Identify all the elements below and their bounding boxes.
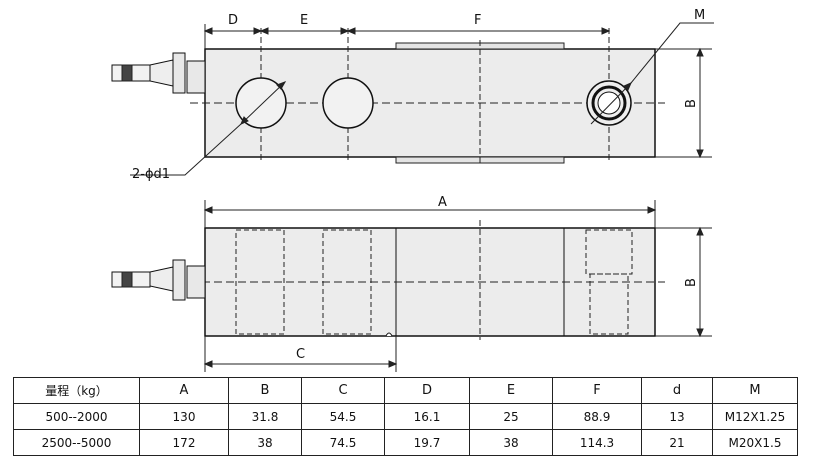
- table-cell: 88.9: [552, 403, 642, 430]
- mount-hole-2: [322, 77, 374, 129]
- table-cell: 16.1: [384, 403, 470, 430]
- col-header-f: F: [552, 377, 642, 404]
- table-cell: 31.8: [228, 403, 302, 430]
- table-cell: 38: [469, 429, 553, 456]
- col-header-d: D: [384, 377, 470, 404]
- m-leader: [630, 22, 714, 84]
- spec-table: 量程（kg） A B C D E F d M 500--2000 130 31.…: [13, 377, 798, 456]
- front-view: [111, 200, 712, 372]
- load-cell-drawing: D E F M B 2-ϕd1: [111, 8, 714, 372]
- col-header-b: B: [228, 377, 302, 404]
- table-cell: 114.3: [552, 429, 642, 456]
- table-cell: 38: [228, 429, 302, 456]
- table-cell: 172: [139, 429, 229, 456]
- col-header-range: 量程（kg）: [13, 377, 140, 404]
- spec-table-header-row: 量程（kg） A B C D E F d M: [13, 377, 798, 404]
- dim-c-label: C: [296, 347, 305, 362]
- table-cell: 2500--5000: [13, 429, 140, 456]
- dim-f-label: F: [474, 13, 481, 28]
- dim-b-front-label: B: [684, 278, 699, 287]
- connector-nut: [172, 52, 186, 94]
- top-view: [111, 22, 714, 176]
- connector-flange: [186, 60, 206, 94]
- mount-hole-1: [235, 77, 287, 129]
- d1-leader: [130, 123, 242, 176]
- col-header-a: A: [139, 377, 229, 404]
- table-cell: 500--2000: [13, 403, 140, 430]
- table-cell: M12X1.25: [712, 403, 798, 430]
- table-cell: 130: [139, 403, 229, 430]
- table-row: 500--2000 130 31.8 54.5 16.1 25 88.9 13 …: [13, 403, 798, 430]
- col-header-e: E: [469, 377, 553, 404]
- table-cell: 19.7: [384, 429, 470, 456]
- tapped-hole-thread: [591, 85, 627, 121]
- table-cell: 13: [641, 403, 713, 430]
- table-cell: 21: [641, 429, 713, 456]
- dim-e-label: E: [300, 13, 308, 28]
- table-cell: 54.5: [301, 403, 385, 430]
- tapped-hole-inner: [597, 91, 621, 115]
- col-header-d-small: d: [641, 377, 713, 404]
- table-cell: 25: [469, 403, 553, 430]
- table-cell: M20X1.5: [712, 429, 798, 456]
- hole-callout: 2-ϕd1: [132, 167, 170, 182]
- col-header-c: C: [301, 377, 385, 404]
- dim-m-label: M: [694, 8, 705, 23]
- connector-band: [121, 64, 133, 82]
- table-row: 2500--5000 172 38 74.5 19.7 38 114.3 21 …: [13, 429, 798, 456]
- table-cell: 74.5: [301, 429, 385, 456]
- col-header-m: M: [712, 377, 798, 404]
- dim-a-label: A: [438, 195, 447, 210]
- connector-taper: [149, 59, 174, 87]
- dim-b-top-label: B: [684, 99, 699, 108]
- dim-d-label: D: [228, 13, 238, 28]
